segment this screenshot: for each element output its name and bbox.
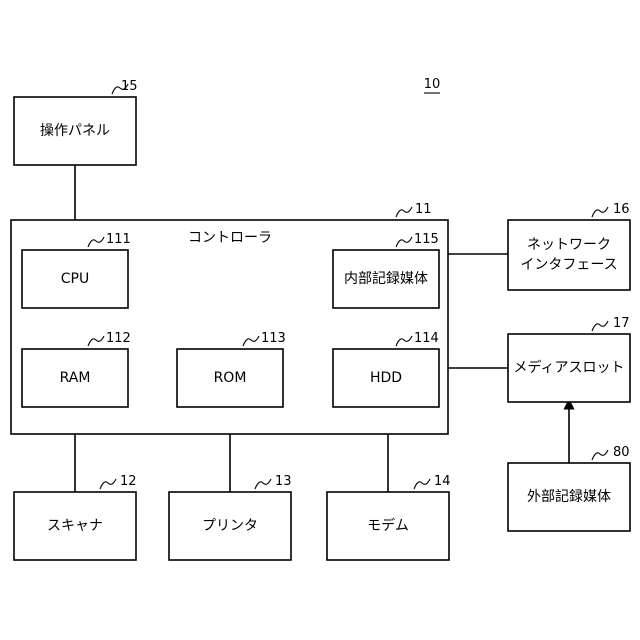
operation-panel-label: 操作パネル [40,123,110,139]
hdd-label: HDD [370,370,402,386]
ref-leader [396,207,412,217]
network-interface-label-line2: インタフェース [520,257,617,273]
ref-number: 12 [120,474,137,489]
svg-text:10: 10 [424,77,441,92]
ref-number: 11 [415,202,432,217]
network-interface-label-line1: ネットワーク [527,237,611,253]
scanner-label: スキャナ [47,518,103,534]
cpu-label: CPU [61,271,89,287]
ref-number: 13 [275,474,292,489]
ref-number: 15 [121,79,138,94]
ref-leader [592,450,608,460]
ram-label: RAM [60,370,91,386]
operation-panel-block: 操作パネル 15 [14,79,138,165]
ref-leader [592,207,608,217]
ref-number: 114 [414,331,439,346]
ref-leader [414,479,430,489]
media-slot-block: メディアスロット 17 [508,316,630,402]
ref-number: 17 [613,316,630,331]
modem-label: モデム [367,517,409,534]
ref-number: 111 [106,232,131,247]
controller-label: コントローラ [188,230,272,246]
ref-number: 14 [434,474,451,489]
network-interface-block: ネットワーク インタフェース 16 [508,202,630,290]
ref-number: 112 [106,331,131,346]
figure-ref: 10 [424,77,441,93]
media-slot-label: メディアスロット [513,359,624,376]
ref-number: 113 [261,331,286,346]
ref-number: 16 [613,202,630,217]
ref-leader [255,479,271,489]
ref-number: 80 [613,445,630,460]
rom-label: ROM [214,370,247,386]
ref-leader [592,321,608,331]
ref-leader [100,479,116,489]
printer-label: プリンタ [202,518,258,534]
ref-number: 115 [414,232,439,247]
internal-storage-label: 内部記録媒体 [344,270,428,287]
external-storage-label: 外部記録媒体 [527,488,611,505]
